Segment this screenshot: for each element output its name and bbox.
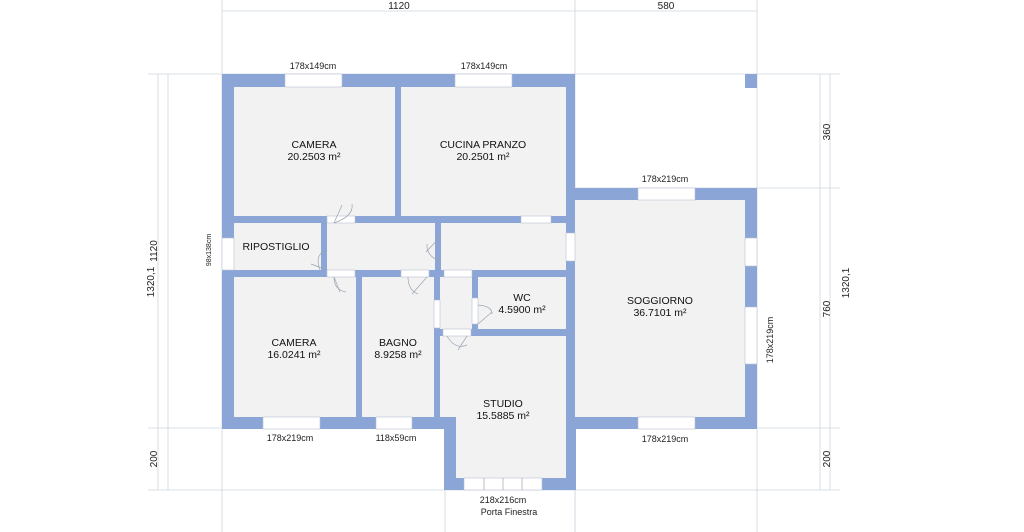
window-label-studio-door: 218x216cm [480, 495, 527, 505]
room-name-cucina: CUCINA PRANZO [440, 139, 526, 151]
window-label-studio-door-type: Porta Finestra [481, 507, 538, 517]
dim-right-total: 1320,1 [841, 267, 852, 298]
door-soggiorno-east [744, 237, 758, 267]
room-area-bagno: 8.9258 m² [374, 349, 422, 361]
dim-top-left: 1120 [388, 1, 410, 12]
dim-top-right: 580 [658, 1, 675, 12]
window-camera-top [284, 73, 343, 88]
window-soggiorno-right [744, 306, 758, 365]
window-label-camera-top: 178x149cm [290, 61, 337, 71]
window-cucina [454, 73, 513, 88]
window-label-ripostiglio: 98x138cm [206, 234, 213, 266]
window-label-cucina: 178x149cm [461, 61, 508, 71]
openings [221, 73, 758, 491]
room-area-soggiorno: 36.7101 m² [633, 307, 687, 319]
dim-right-middle: 760 [822, 300, 833, 317]
window-label-bagno: 118x59cm [376, 433, 417, 443]
room-name-studio: STUDIO [483, 398, 523, 410]
window-camera-bottom [262, 416, 321, 430]
window-label-camera-bottom: 178x219cm [267, 433, 314, 443]
room-labels: CAMERA 20.2503 m² CUCINA PRANZO 20.2501 … [242, 139, 693, 422]
window-labels: 178x149cm 178x149cm 178x219cm 178x219cm … [206, 61, 775, 517]
dim-left-upper: 1120 [149, 240, 160, 262]
room-name-camera-top: CAMERA [292, 139, 337, 151]
dim-right-lower: 200 [822, 450, 833, 467]
dim-left-lower: 200 [149, 450, 160, 467]
window-label-soggiorno-bottom: 178x219cm [642, 434, 689, 444]
room-area-camera-top: 20.2503 m² [287, 151, 341, 163]
window-bagno [375, 416, 413, 430]
room-area-camera-bottom: 16.0241 m² [267, 349, 321, 361]
window-soggiorno-bottom [637, 416, 696, 430]
dim-left-total: 1320,1 [146, 266, 157, 297]
door-swings [310, 203, 493, 351]
room-name-camera-bottom: CAMERA [272, 337, 317, 349]
room-name-bagno: BAGNO [379, 337, 417, 349]
exterior-dimensions: 1120 580 1320,1 1120 200 360 760 200 132… [146, 1, 852, 467]
room-name-wc: WC [513, 292, 531, 304]
room-area-wc: 4.5900 m² [498, 304, 546, 316]
floor-area [234, 87, 745, 478]
room-area-cucina: 20.2501 m² [456, 151, 510, 163]
window-soggiorno-top [637, 187, 696, 201]
room-name-soggiorno: SOGGIORNO [627, 295, 693, 307]
window-ripostiglio [221, 237, 235, 271]
room-name-ripostiglio: RIPOSTIGLIO [242, 241, 309, 253]
window-label-soggiorno-right: 178x219cm [765, 317, 775, 364]
dim-right-top: 360 [822, 123, 833, 140]
room-area-studio: 15.5885 m² [476, 410, 530, 422]
window-label-soggiorno-top: 178x219cm [642, 174, 689, 184]
